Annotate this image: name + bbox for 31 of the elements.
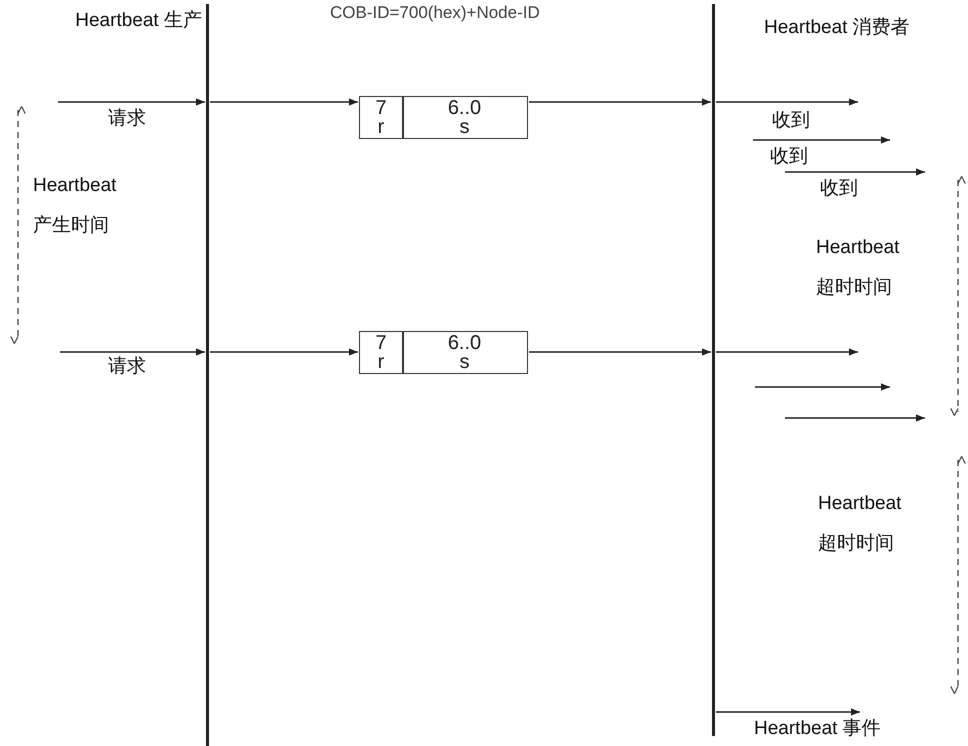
edge-label: 请求 xyxy=(108,355,146,379)
arrow xyxy=(210,98,358,106)
bit-number: 7 xyxy=(374,98,388,118)
arrow xyxy=(716,708,860,716)
lifeline-heading: Heartbeat 消费者 xyxy=(764,16,911,40)
arrow xyxy=(60,348,205,356)
field-name: r xyxy=(376,352,386,372)
bit-number: 6..0 xyxy=(446,98,482,118)
arrow xyxy=(210,348,358,356)
bit-number: 6..0 xyxy=(446,334,482,352)
edge-label: 请求 xyxy=(108,107,146,131)
field-name: s xyxy=(458,352,470,372)
arrow xyxy=(58,98,205,106)
arrow xyxy=(529,98,711,106)
lifeline-heading: Heartbeat 生产 xyxy=(74,9,202,33)
annotation: 收到 xyxy=(770,145,808,169)
edge-label: 收到 xyxy=(772,109,810,133)
edge-label: Heartbeat 事件 xyxy=(754,717,881,741)
annotation: Heartbeat 超时时间 xyxy=(818,492,902,556)
title: COB-ID=700(hex)+Node-ID xyxy=(330,2,540,24)
annotation: Heartbeat 超时时间 xyxy=(816,236,900,300)
arrow xyxy=(716,98,858,106)
message-frame xyxy=(359,331,528,374)
annotation: 收到 xyxy=(820,177,858,201)
field-name: r xyxy=(376,118,386,136)
arrow xyxy=(716,348,858,356)
bit-number: 7 xyxy=(374,334,388,352)
arrow xyxy=(529,348,711,356)
message-frame xyxy=(359,96,528,139)
field-name: s xyxy=(458,118,470,136)
annotation: Heartbeat 产生时间 xyxy=(33,174,118,238)
